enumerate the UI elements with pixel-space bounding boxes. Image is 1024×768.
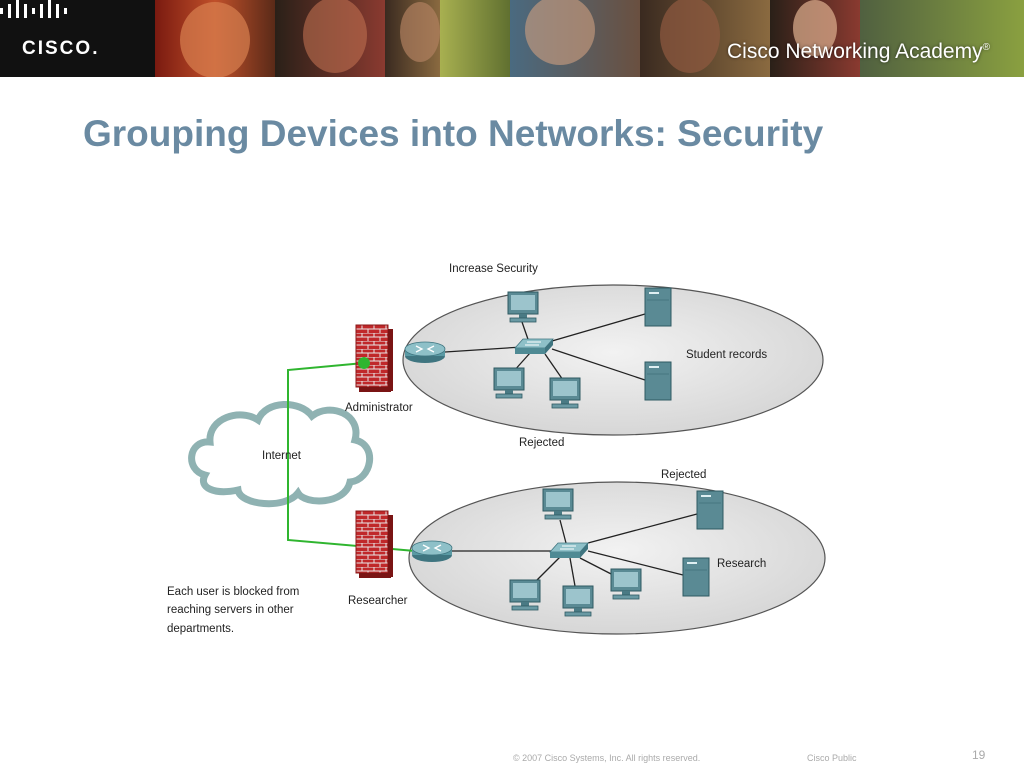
note-text-line: Each user is blocked from [167, 586, 299, 598]
firewall-port-indicator [358, 357, 370, 369]
researcher-firewall-icon [355, 510, 394, 579]
banner-photo-strip [155, 0, 1024, 77]
rejected-label: Rejected [519, 437, 564, 449]
footer-classification: Cisco Public [807, 753, 857, 763]
research-network-links [452, 513, 698, 587]
cisco-logo-text: CISCO. [22, 38, 100, 59]
internet-label: Internet [262, 450, 302, 462]
slide-title: Grouping Devices into Networks: Security [83, 113, 824, 154]
header-banner: CISCO. Cisco Networking Academy® [0, 0, 1024, 77]
page-number: 19 [972, 748, 986, 762]
cisco-logo: CISCO. [0, 0, 155, 77]
note-text-line: departments. [167, 623, 234, 635]
note-text-line: reaching servers in other [167, 604, 294, 616]
footer-copyright: © 2007 Cisco Systems, Inc. All rights re… [513, 753, 701, 763]
admin-network-links [444, 313, 646, 381]
researcher-label: Researcher [348, 595, 408, 607]
research-server-icon [682, 557, 710, 597]
research-label: Research [717, 558, 766, 570]
internet-cloud-icon [188, 401, 374, 508]
internet-connections [287, 362, 416, 552]
increase-security-label: Increase Security [449, 263, 538, 275]
research-server-icon [696, 490, 724, 530]
student-records-label: Student records [686, 349, 767, 361]
research-router-icon [411, 540, 453, 563]
cisco-bridge-icon [0, 0, 67, 18]
student-records-server-icon [644, 361, 672, 401]
admin-router-icon [404, 341, 446, 364]
administrator-label: Administrator [345, 402, 413, 414]
student-records-server-icon [644, 287, 672, 327]
rejected-label: Rejected [661, 469, 706, 481]
networking-academy-logo: Cisco Networking Academy® [727, 40, 990, 63]
